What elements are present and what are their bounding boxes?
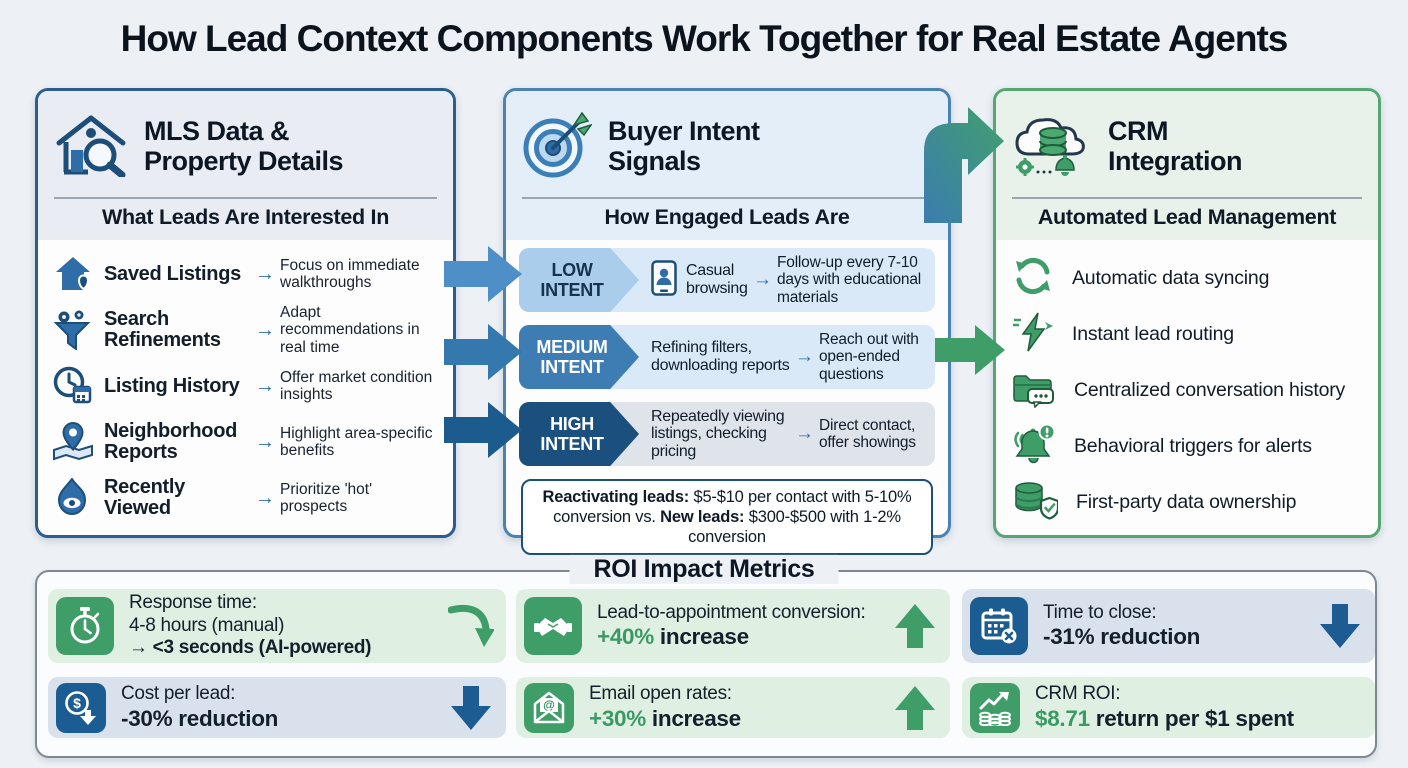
intent-panel-header: Buyer Intent Signals How Engaged Leads A… (506, 91, 948, 240)
chart-coins-icon (970, 682, 1020, 733)
metric-response-time: Response time: 4-8 hours (manual) → <3 s… (48, 589, 506, 663)
arrow-glyph: → (255, 262, 275, 285)
list-item: Instant lead routing (1012, 306, 1364, 362)
reactivation-note: Reactivating leads: $5-$10 per contact w… (521, 479, 933, 556)
arrow-glyph: → (753, 269, 772, 290)
metric-time-to-close: Time to close: -31% reduction (962, 589, 1375, 663)
crm-panel-subtitle: Automated Lead Management (1037, 205, 1337, 229)
mls-panel-subtitle: What Leads Are Interested In (101, 205, 390, 229)
divider (522, 197, 932, 199)
cost-down-icon: $ (56, 682, 106, 733)
list-item: Search Refinements → Adapt recommendatio… (50, 302, 443, 358)
mls-panel: MLS Data & Property Details What Leads A… (35, 88, 456, 538)
intent-panel-subtitle: How Engaged Leads Are (604, 205, 850, 229)
arrow-glyph: → (255, 486, 275, 509)
flow-arrow-high-icon (444, 402, 522, 458)
cloud-database-icon (1012, 112, 1092, 183)
house-heart-icon (50, 254, 96, 294)
crm-panel-title: CRM Integration (1108, 116, 1243, 176)
arrow-glyph: → (255, 318, 275, 341)
mls-panel-title: MLS Data & Property Details (144, 116, 344, 176)
metric-cost-per-lead: $ Cost per lead: -30% reduction (48, 677, 506, 738)
calendar-x-icon (970, 597, 1028, 655)
high-intent-badge: HIGH INTENT (519, 402, 639, 466)
list-item: Listing History → Offer market condition… (50, 358, 443, 414)
bell-alert-icon (1012, 423, 1056, 470)
flow-arrow-green-icon (935, 325, 1005, 375)
metric-crm-roi: CRM ROI: $8.71 return per $1 spent (962, 677, 1375, 738)
database-shield-icon (1012, 479, 1060, 526)
flow-elbow-arrow-icon (924, 107, 1004, 223)
flame-eye-icon (50, 478, 96, 518)
house-search-icon (54, 113, 128, 182)
roi-section-title: ROI Impact Metrics (569, 554, 839, 584)
crm-panel-header: CRM Integration Automated Lead Managemen… (996, 91, 1378, 240)
lightning-icon (1012, 311, 1054, 358)
sync-icon (1012, 255, 1054, 302)
intent-panel: Buyer Intent Signals How Engaged Leads A… (503, 88, 951, 556)
up-arrow-icon (892, 685, 938, 730)
list-item: Recently Viewed → Prioritize 'hot' prosp… (50, 470, 443, 526)
stopwatch-icon (56, 597, 114, 655)
flow-arrow-medium-icon (444, 324, 522, 380)
svg-text:@: @ (543, 698, 555, 712)
phone-browsing-icon (651, 259, 677, 301)
low-intent-badge: LOW INTENT (519, 248, 639, 312)
handshake-icon (524, 597, 582, 655)
list-item: Neighborhood Reports → Highlight area-sp… (50, 414, 443, 470)
svg-text:$: $ (73, 695, 81, 711)
metric-email-open: @ Email open rates: +30% increase (516, 677, 950, 738)
divider (1012, 197, 1362, 199)
folder-chat-icon (1012, 368, 1056, 413)
metric-lead-appointment: Lead-to-appointment conversion: +40% inc… (516, 589, 950, 663)
down-arrow-icon (448, 685, 494, 730)
arrow-glyph: → (255, 374, 275, 397)
map-pin-icon (50, 421, 96, 463)
curved-down-arrow-icon (448, 603, 494, 649)
arrow-glyph: → (795, 423, 814, 444)
funnel-gears-icon (50, 310, 96, 350)
mls-panel-header: MLS Data & Property Details What Leads A… (38, 91, 453, 240)
list-item: Saved Listings → Focus on immediate walk… (50, 246, 443, 302)
email-open-icon: @ (524, 682, 574, 733)
flow-arrow-low-icon (444, 246, 522, 302)
intent-row-high: HIGH INTENT Repeatedly viewing listings,… (519, 402, 935, 466)
list-item: Centralized conversation history (1012, 362, 1364, 418)
intent-row-low: LOW INTENT Casual browsing → Follow-up e… (519, 248, 935, 312)
list-item: First-party data ownership (1012, 474, 1364, 530)
divider (54, 197, 437, 199)
medium-intent-badge: MEDIUM INTENT (519, 325, 639, 389)
down-arrow-icon (1317, 604, 1363, 648)
arrow-glyph: → (795, 346, 814, 367)
page-title: How Lead Context Components Work Togethe… (120, 18, 1289, 59)
arrow-glyph: → (255, 430, 275, 453)
crm-panel: CRM Integration Automated Lead Managemen… (993, 88, 1381, 538)
up-arrow-icon (892, 604, 938, 648)
clock-calendar-icon (50, 366, 96, 406)
list-item: Automatic data syncing (1012, 250, 1364, 306)
intent-panel-title: Buyer Intent Signals (608, 116, 760, 176)
target-arrow-icon (522, 111, 593, 183)
intent-row-medium: MEDIUM INTENT Refining filters, download… (519, 325, 935, 389)
list-item: Behavioral triggers for alerts (1012, 418, 1364, 474)
